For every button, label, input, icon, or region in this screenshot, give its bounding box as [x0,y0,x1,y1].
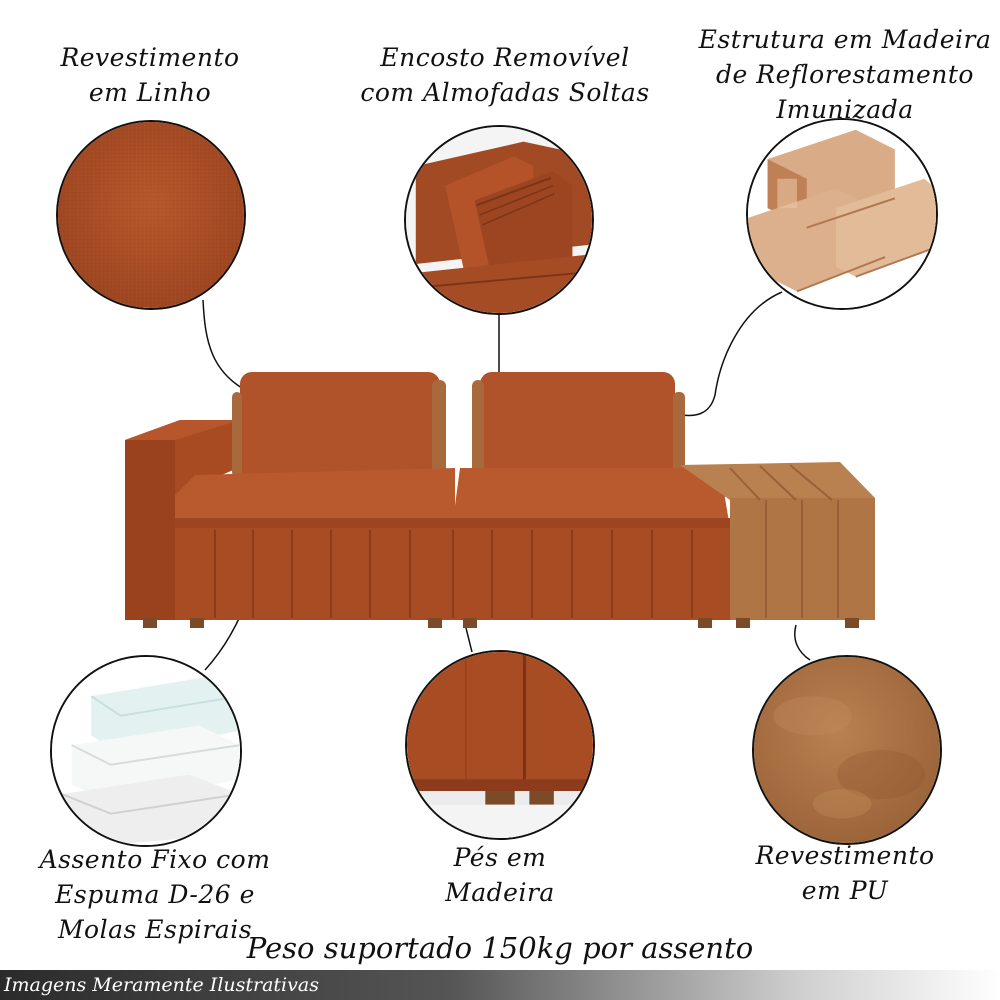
weight-capacity-text: Peso suportado 150kg por assento [246,931,754,965]
sofa-pu-ottoman-top [680,462,875,500]
sofa-back-cushion-right [480,372,675,480]
sofa-back-cushion-left [240,372,440,480]
linen-fabric-swatch-icon [56,120,246,310]
footer-disclaimer: Imagens Meramente Ilustrativas [4,974,319,996]
pu-leather-swatch-icon [752,655,942,845]
reforested-wood-planks-icon [746,118,938,310]
footer-bar: Imagens Meramente Ilustrativas [0,970,1000,1000]
sofa-base-right [452,528,730,620]
sofa-seat-right [452,468,730,528]
wooden-foot-icon [405,650,595,840]
sofa-seat-left [175,468,455,528]
sofa-base-left [175,528,453,620]
removable-backrest-cushions-icon [404,125,594,315]
foam-layers-icon [50,655,242,847]
